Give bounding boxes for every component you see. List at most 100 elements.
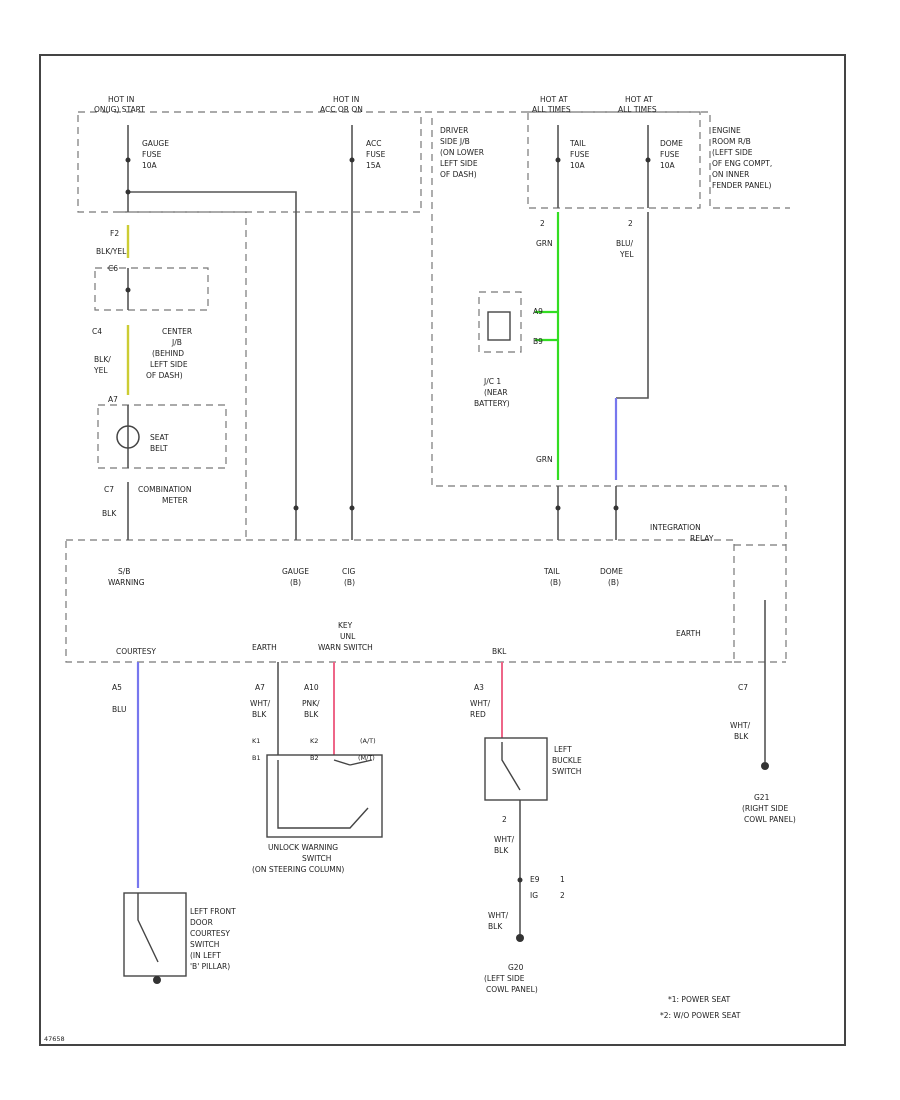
ground-g21-icon <box>761 762 769 770</box>
svg-text:LEFT SIDE: LEFT SIDE <box>150 360 188 369</box>
hot-acc-1: HOT IN <box>333 95 359 104</box>
engine-rb-label: ENGINE ROOM R/B (LEFT SIDE OF ENG COMPT,… <box>712 126 772 190</box>
door-switch-4: SWITCH <box>190 940 219 949</box>
fuse-dome-name: DOME <box>660 139 683 148</box>
pin-a3: A3 <box>474 683 484 692</box>
pin-e9: E9 <box>530 875 540 884</box>
center-jb-box <box>94 267 209 311</box>
pin-a10: A10 <box>304 683 319 692</box>
sb-warning-1: S/B <box>118 567 130 576</box>
hot-dome-2: ALL TIMES <box>618 105 657 114</box>
integration-title-2: RELAY <box>690 534 714 543</box>
wire-blk-yel-2b: YEL <box>93 366 108 375</box>
pin-ig: IG <box>530 891 538 900</box>
svg-text:(BEHIND: (BEHIND <box>152 349 184 358</box>
fuse-acc-word: FUSE <box>366 150 386 159</box>
left-buckle-1: LEFT <box>554 745 572 754</box>
ground-g20-icon <box>516 934 524 942</box>
wire-c4: C4 <box>92 327 102 336</box>
driver-jb-label: DRIVER SIDE J/B (ON LOWER LEFT SIDE OF D… <box>440 126 484 179</box>
wht-red-a: WHT/ <box>470 699 491 708</box>
jc-pin-a9: A9 <box>533 307 543 316</box>
wire-blk-yel-1: BLK/YEL <box>96 247 127 256</box>
fuse-gauge-word: FUSE <box>142 150 162 159</box>
door-switch-3: COURTESY <box>190 929 230 938</box>
wht-blk-1a: WHT/ <box>250 699 271 708</box>
wht-red-b: RED <box>470 710 486 719</box>
combination-meter-label-2: METER <box>162 496 188 505</box>
tail-b-1: TAIL <box>543 567 560 576</box>
door-switch-1: LEFT FRONT <box>190 907 236 916</box>
g20-3: COWL PANEL) <box>486 985 538 994</box>
integration-relay-box <box>65 539 735 663</box>
seatbelt-box <box>97 404 227 469</box>
wire-a7: A7 <box>108 395 118 404</box>
wht-blk-3b: BLK <box>494 846 509 855</box>
wire-f2: F2 <box>110 229 119 238</box>
jc-box <box>478 291 522 353</box>
uw-pin-k1: K1 <box>252 737 260 745</box>
earth-right: EARTH <box>676 629 701 638</box>
uw-pin-b2: B2 <box>310 754 319 762</box>
integration-title-1: INTEGRATION <box>650 523 701 532</box>
cig-b-2: (B) <box>344 578 355 587</box>
g20-2: (LEFT SIDE <box>484 974 525 983</box>
door-switch-2: DOOR <box>190 918 213 927</box>
seatbelt-label-2: BELT <box>150 444 168 453</box>
door-switch-6: 'B' PILLAR) <box>190 962 230 971</box>
driver-jb-box <box>431 118 787 660</box>
buckle-label: BKL <box>492 647 507 656</box>
buckle-pin-2: 2 <box>502 815 507 824</box>
blu-yel-wire <box>616 212 649 399</box>
pin-1: 1 <box>560 875 565 884</box>
svg-text:ROOM R/B: ROOM R/B <box>712 137 751 146</box>
svg-text:OF DASH): OF DASH) <box>440 170 477 179</box>
svg-text:DRIVER: DRIVER <box>440 126 468 135</box>
svg-text:J/B: J/B <box>171 338 182 347</box>
svg-text:(LEFT SIDE: (LEFT SIDE <box>712 148 753 157</box>
svg-text:ON INNER: ON INNER <box>712 170 749 179</box>
unlock-switch-3: (ON STEERING COLUMN) <box>252 865 344 874</box>
wire-blu: BLU <box>112 705 126 714</box>
fuse-tail-word: FUSE <box>570 150 590 159</box>
hot-tail-1: HOT AT <box>540 95 568 104</box>
jc-label-1: J/C 1 <box>483 377 501 386</box>
seatbelt-label-1: SEAT <box>150 433 169 442</box>
unlock-switch-link <box>333 759 373 766</box>
combination-meter-box <box>120 211 247 540</box>
svg-text:OF ENG COMPT,: OF ENG COMPT, <box>712 159 772 168</box>
svg-text:FENDER PANEL): FENDER PANEL) <box>712 181 771 190</box>
pin-a7b: A7 <box>255 683 265 692</box>
fuse-box-engine <box>527 111 701 209</box>
hot-gauge-1: HOT IN <box>108 95 134 104</box>
svg-text:(ON LOWER: (ON LOWER <box>440 148 484 157</box>
tail-b-2: (B) <box>550 578 561 587</box>
wht-blk-2a: WHT/ <box>730 721 751 730</box>
wire-blk: BLK <box>102 509 117 518</box>
ground-door-icon <box>153 976 161 984</box>
uw-pin-mt: (M/T) <box>358 754 375 762</box>
fuse-dome-amp: 10A <box>660 161 676 170</box>
center-jb-label: CENTER J/B (BEHIND LEFT SIDE OF DASH) <box>146 327 192 380</box>
key-sw-2: UNL <box>340 632 356 641</box>
gauge-feed-wire <box>128 191 297 540</box>
fuse-gauge-amp: 10A <box>142 161 158 170</box>
svg-text:LEFT SIDE: LEFT SIDE <box>440 159 478 168</box>
g20-1: G20 <box>508 963 524 972</box>
note-power-seat: *1: POWER SEAT <box>668 995 731 1004</box>
g21-2: (RIGHT SIDE <box>742 804 789 813</box>
door-switch-contact <box>137 893 159 963</box>
jc-junction-icon <box>487 311 511 341</box>
wht-blk-2b: BLK <box>734 732 749 741</box>
g21-1: G21 <box>754 793 770 802</box>
jc-pin-b9: B9 <box>533 337 543 346</box>
hot-gauge-2: ON(IG) START <box>94 105 145 114</box>
hot-tail-2: ALL TIMES <box>532 105 571 114</box>
note-no-power-seat: *2: W/O POWER SEAT <box>660 1011 741 1020</box>
fuse-box-left <box>77 111 422 213</box>
key-sw-3: WARN SWITCH <box>318 643 373 652</box>
fuse-tail-amp: 10A <box>570 161 586 170</box>
earth-left: EARTH <box>252 643 277 652</box>
uw-pin-k2: K2 <box>310 737 318 745</box>
dome-wire-1: BLU/ <box>616 239 633 248</box>
